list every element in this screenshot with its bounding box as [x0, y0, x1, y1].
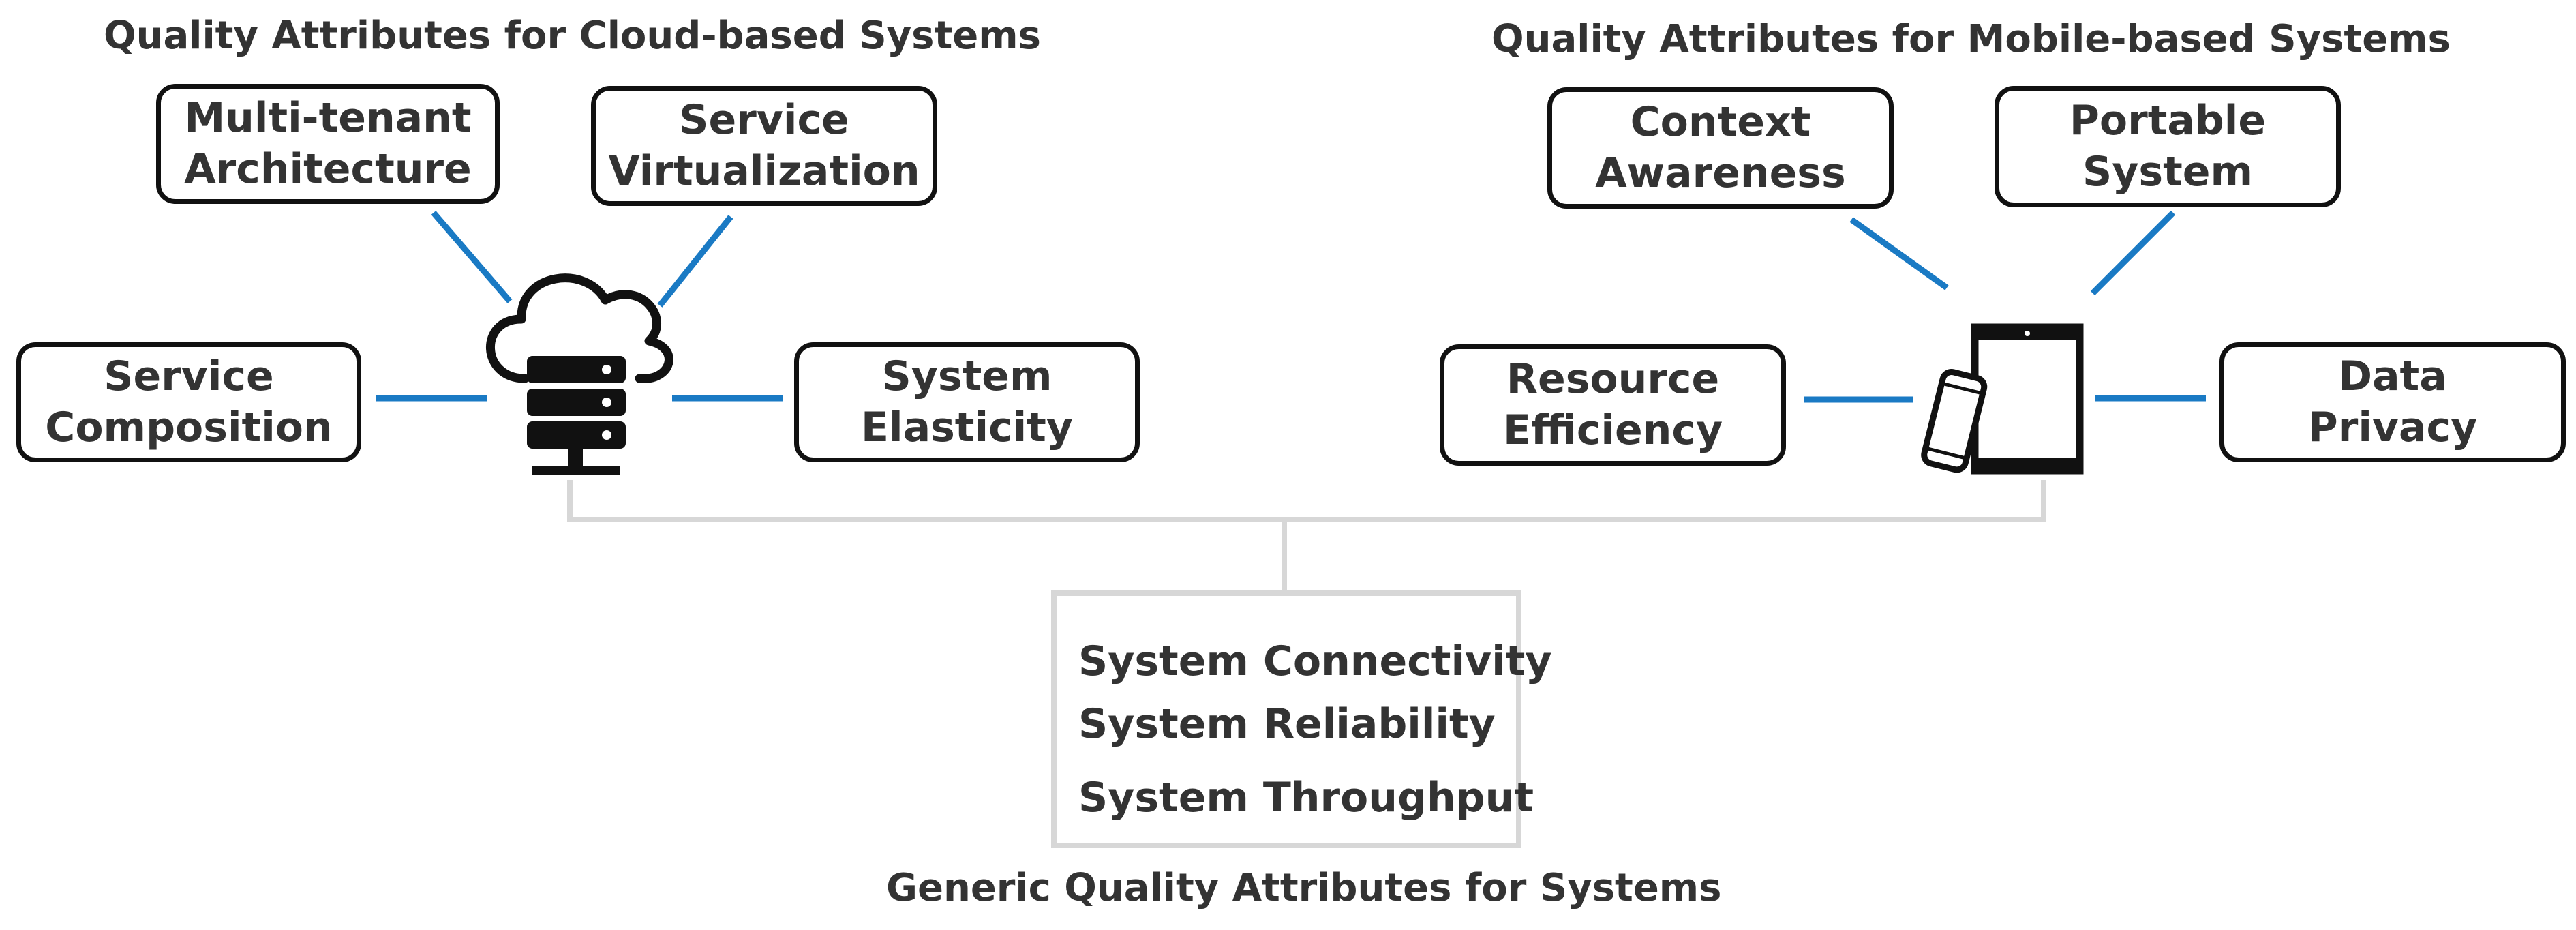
bracket-horizontal: [567, 480, 2046, 522]
box-service-virtualization: Service Virtualization: [591, 86, 937, 206]
box-system-elasticity: System Elasticity: [794, 342, 1140, 462]
cloud-heading: Quality Attributes for Cloud-based Syste…: [104, 14, 1041, 58]
connector-multi-tenant: [431, 211, 513, 303]
box-resource-efficiency: Resource Efficiency: [1440, 344, 1786, 466]
system-elasticity-line1: System: [881, 352, 1052, 400]
system-elasticity-line2: Elasticity: [861, 404, 1073, 451]
mobile-heading: Quality Attributes for Mobile-based Syst…: [1491, 17, 2451, 61]
generic-attributes-box: [1051, 590, 1521, 848]
blue-connectors: [376, 210, 2206, 403]
cloud-server-icon: [486, 273, 673, 475]
connector-portable-system: [2090, 210, 2176, 296]
portable-system-line2: System: [2082, 148, 2253, 196]
phone-tablet-icon: [1921, 323, 2084, 475]
multi-tenant-line1: Multi-tenant: [184, 94, 472, 142]
box-service-composition: Service Composition: [16, 342, 361, 462]
box-multi-tenant-architecture: Multi-tenant Architecture: [156, 84, 500, 204]
portable-system-line1: Portable: [2069, 97, 2267, 145]
service-virtualization-line2: Virtualization: [608, 147, 920, 195]
generic-heading: Generic Quality Attributes for Systems: [886, 866, 1722, 910]
service-composition-line1: Service: [104, 352, 274, 400]
data-privacy-line2: Privacy: [2307, 404, 2478, 451]
generic-item-throughput: System Throughput: [1078, 774, 1534, 822]
connector-context-awareness: [1849, 217, 1949, 290]
generic-item-connectivity: System Connectivity: [1078, 638, 1552, 685]
box-portable-system: Portable System: [1995, 86, 2341, 207]
box-context-awareness: Context Awareness: [1547, 87, 1894, 209]
box-data-privacy: Data Privacy: [2219, 342, 2566, 462]
context-awareness-line1: Context: [1630, 98, 1811, 146]
data-privacy-line1: Data: [2338, 352, 2447, 400]
connector-service-virtualization: [657, 215, 733, 308]
resource-efficiency-line2: Efficiency: [1502, 406, 1723, 454]
resource-efficiency-line1: Resource: [1506, 355, 1720, 403]
bracket: [567, 480, 2046, 590]
service-virtualization-line1: Service: [679, 96, 849, 144]
service-composition-line2: Composition: [45, 404, 333, 451]
context-awareness-line2: Awareness: [1595, 149, 1846, 197]
multi-tenant-line2: Architecture: [184, 145, 472, 193]
generic-item-reliability: System Reliability: [1078, 700, 1496, 748]
